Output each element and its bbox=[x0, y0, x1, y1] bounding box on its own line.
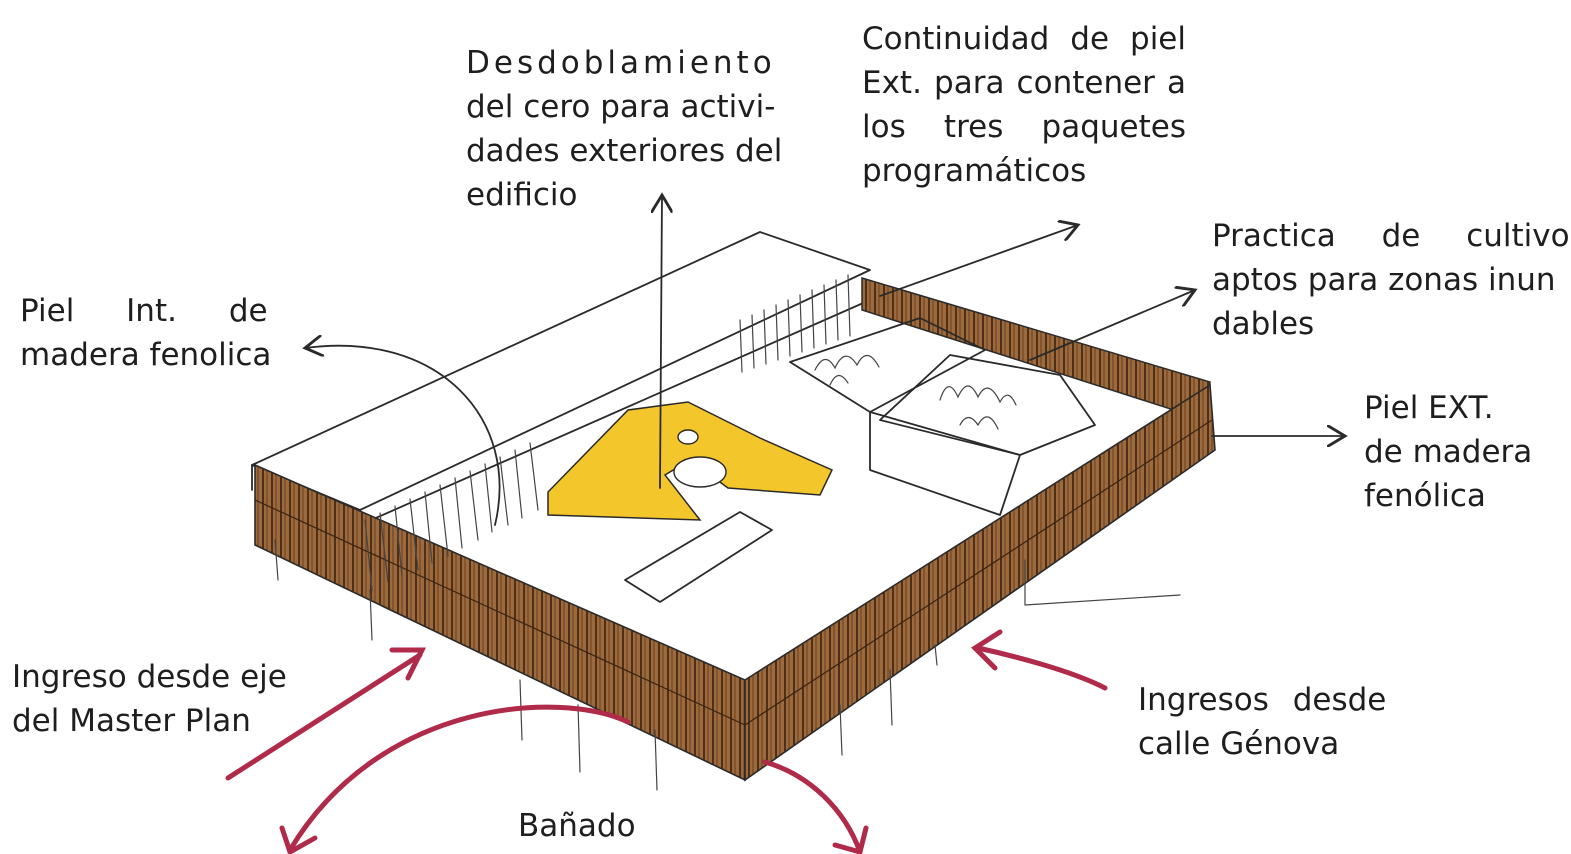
cultivation-volume bbox=[789, 317, 1096, 516]
annotation-ingreso-master: Ingreso desde eje del Master Plan bbox=[12, 659, 287, 739]
entry-arrows bbox=[225, 629, 1108, 854]
entry-arrow-master-plan bbox=[225, 652, 423, 781]
annotation-practica: Practica de cultivos aptos para zonas in… bbox=[1212, 218, 1571, 342]
inner-phenolic-screen bbox=[364, 274, 851, 591]
banado-arc bbox=[287, 704, 631, 853]
yellow-plaza bbox=[547, 401, 834, 521]
annotation-banado: Bañado bbox=[518, 808, 636, 844]
exterior-wood-skin bbox=[254, 383, 1216, 782]
annotation-piel-ext: Piel EXT. de madera fenólica bbox=[1364, 390, 1533, 514]
entry-arrow-genova bbox=[975, 645, 1108, 691]
annotation-continuidad: Continuidad de piel Ext. para contener a… bbox=[862, 21, 1186, 189]
annotation-desdoblamiento: Desdoblamiento del cero para activi- dad… bbox=[466, 45, 783, 213]
inner-skin-back bbox=[861, 276, 1211, 421]
annotation-piel-int: Piel Int. de madera fenolica bbox=[20, 293, 272, 373]
annotation-leaders bbox=[305, 195, 1345, 526]
courtyard-opening bbox=[624, 511, 773, 603]
annotation-ingresos-genova: Ingresos desde calle Génova bbox=[1138, 682, 1387, 762]
columns bbox=[274, 539, 1181, 791]
